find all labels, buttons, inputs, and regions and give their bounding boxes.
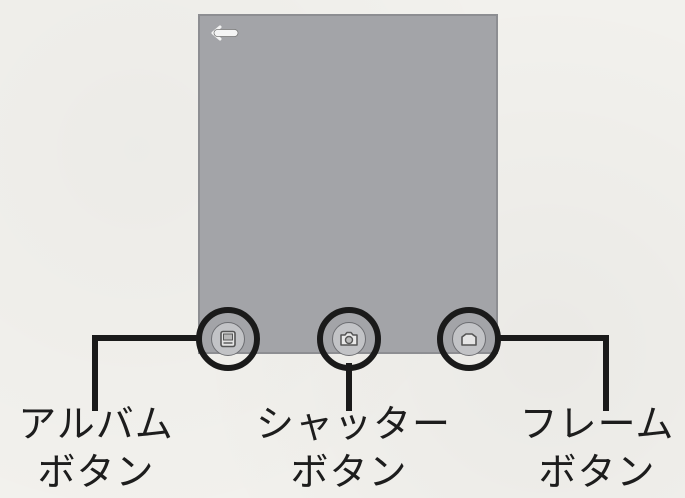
shutter-label-line1: シャッター <box>256 402 452 446</box>
album-callout-line <box>92 335 199 411</box>
camera-screen <box>198 14 498 354</box>
frame-button-label: フレーム ボタン <box>514 400 680 496</box>
frame-callout-line <box>497 335 609 411</box>
album-button-highlight <box>196 307 260 371</box>
shutter-label-line2: ボタン <box>290 450 408 494</box>
frame-button-highlight <box>437 307 501 371</box>
album-label-line1: アルバム <box>18 402 174 446</box>
album-label-line2: ボタン <box>37 450 155 494</box>
back-arrow-icon[interactable] <box>210 24 240 42</box>
shutter-button-highlight <box>317 307 381 371</box>
frame-label-line2: ボタン <box>538 450 656 494</box>
frame-label-line1: フレーム <box>519 402 675 446</box>
album-button-label: アルバム ボタン <box>8 400 184 496</box>
shutter-button-label: シャッター ボタン <box>256 400 452 496</box>
